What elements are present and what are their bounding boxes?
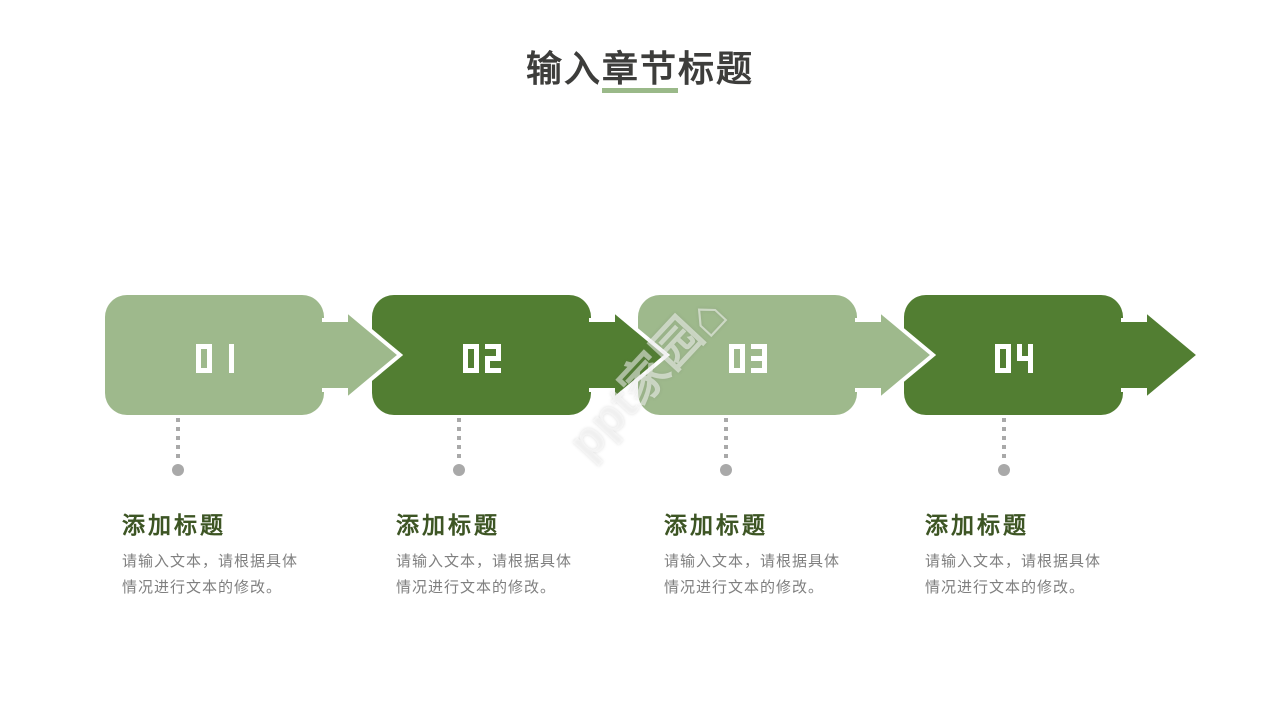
- page-title[interactable]: 输入章节标题: [525, 48, 754, 89]
- step-3-number: [726, 343, 770, 373]
- step-2: [372, 295, 670, 415]
- dropline-2: [457, 418, 461, 460]
- step-4: [904, 295, 1202, 415]
- step-1-block[interactable]: [105, 295, 324, 415]
- step-2-number: [460, 343, 504, 373]
- caption-1: 添加标题 请输入文本，请根据具体情况进行文本的修改。: [122, 506, 352, 601]
- arrow-right-icon: [855, 307, 936, 403]
- caption-3: 添加标题 请输入文本，请根据具体情况进行文本的修改。: [664, 506, 894, 601]
- caption-4-body[interactable]: 请输入文本，请根据具体情况进行文本的修改。: [925, 553, 1102, 596]
- caption-2-body[interactable]: 请输入文本，请根据具体情况进行文本的修改。: [396, 553, 573, 596]
- arrow-right-icon: [322, 307, 403, 403]
- caption-4: 添加标题 请输入文本，请根据具体情况进行文本的修改。: [925, 506, 1155, 601]
- dropline-1: [176, 418, 180, 460]
- dropline-3-dot: [720, 464, 732, 476]
- step-3: [638, 295, 936, 415]
- step-4-number: [992, 343, 1036, 373]
- step-2-block[interactable]: [372, 295, 591, 415]
- step-4-block[interactable]: [904, 295, 1123, 415]
- dropline-3: [724, 418, 728, 460]
- caption-1-heading[interactable]: 添加标题: [122, 512, 226, 538]
- caption-2-heading[interactable]: 添加标题: [396, 512, 500, 538]
- dropline-2-dot: [453, 464, 465, 476]
- arrow-right-icon: [589, 307, 670, 403]
- caption-1-body[interactable]: 请输入文本，请根据具体情况进行文本的修改。: [122, 553, 299, 596]
- arrow-right-icon: [1121, 307, 1202, 403]
- caption-4-heading[interactable]: 添加标题: [925, 512, 1029, 538]
- dropline-4-dot: [998, 464, 1010, 476]
- step-3-block[interactable]: [638, 295, 857, 415]
- step-1: [105, 295, 403, 415]
- dropline-1-dot: [172, 464, 184, 476]
- caption-3-body[interactable]: 请输入文本，请根据具体情况进行文本的修改。: [664, 553, 841, 596]
- step-1-number: [193, 343, 237, 373]
- title-underline: [602, 88, 678, 93]
- caption-3-heading[interactable]: 添加标题: [664, 512, 768, 538]
- caption-2: 添加标题 请输入文本，请根据具体情况进行文本的修改。: [396, 506, 626, 601]
- dropline-4: [1002, 418, 1006, 460]
